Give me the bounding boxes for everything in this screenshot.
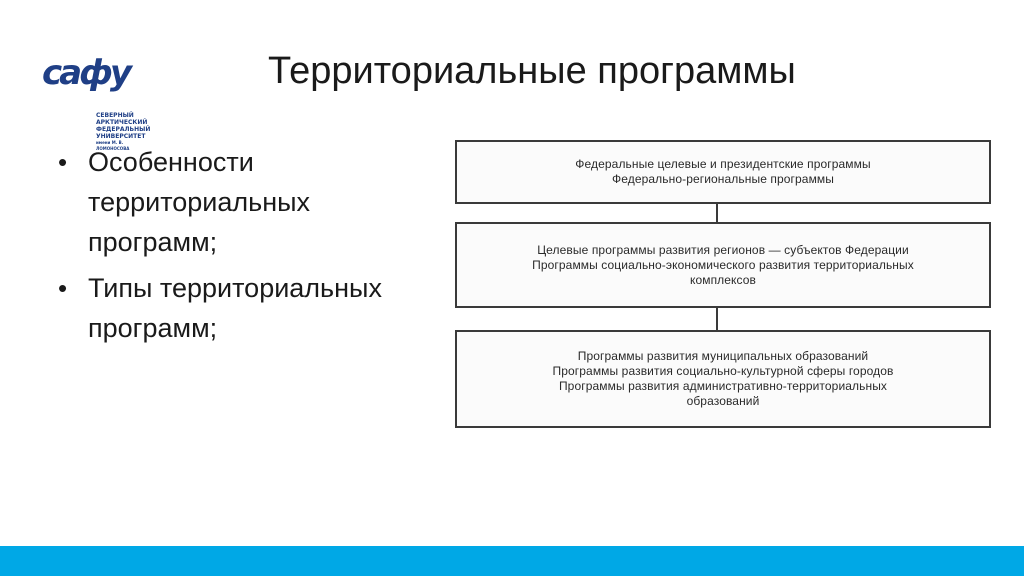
box-line: Федеральные целевые и президентские прог… (575, 157, 871, 171)
logo-line: ФЕДЕРАЛЬНЫЙ (96, 126, 151, 133)
bullet-text: Особенности территориальных программ; (88, 147, 311, 257)
diagram-box-municipal: Программы развития муниципальных образов… (455, 330, 991, 428)
slide-title: Территориальные программы (268, 50, 796, 92)
bullet-text: Типы территориальных программ; (88, 273, 382, 343)
bullet-item: • Особенности территориальных программ; (58, 142, 438, 262)
program-hierarchy-diagram: Федеральные целевые и президентские прог… (455, 140, 995, 430)
box-line: Программы развития социально-культурной … (552, 364, 894, 378)
box-line: Программы развития муниципальных образов… (577, 349, 869, 363)
bullet-list: • Особенности территориальных программ; … (58, 142, 438, 354)
box-line: комплексов (689, 272, 757, 287)
box-line: Целевые программы развития регионов — су… (537, 242, 909, 257)
logo-line: СЕВЕРНЫЙ (96, 112, 134, 119)
bullet-item: • Типы территориальных программ; (58, 268, 438, 348)
bullet-marker: • (58, 273, 68, 303)
logo-line: УНИВЕРСИТЕТ (96, 133, 146, 140)
footer-accent-bar (0, 546, 1024, 576)
logo-line: АРКТИЧЕСКИЙ (96, 119, 148, 126)
logo-brand-text: сафу (42, 53, 132, 93)
university-logo: сафу СЕВЕРНЫЙ АРКТИЧЕСКИЙ ФЕДЕРАЛЬНЫЙ УН… (38, 26, 150, 151)
diagram-box-federal: Федеральные целевые и президентские прог… (455, 140, 991, 204)
box-line: Программы социально-экономического разви… (532, 257, 914, 272)
box-line: Программы развития административно-терри… (558, 379, 888, 393)
diagram-connector (716, 204, 718, 222)
logo-line: имени М. В. ЛОМОНОСОВА (96, 140, 130, 151)
box-line: Федерально-региональные программы (611, 172, 835, 186)
box-line: образований (686, 394, 760, 408)
diagram-connector (716, 308, 718, 330)
logo-university-name: СЕВЕРНЫЙ АРКТИЧЕСКИЙ ФЕДЕРАЛЬНЫЙ УНИВЕРС… (96, 112, 151, 152)
bullet-marker: • (58, 147, 68, 177)
diagram-box-regional: Целевые программы развития регионов — су… (455, 222, 991, 308)
